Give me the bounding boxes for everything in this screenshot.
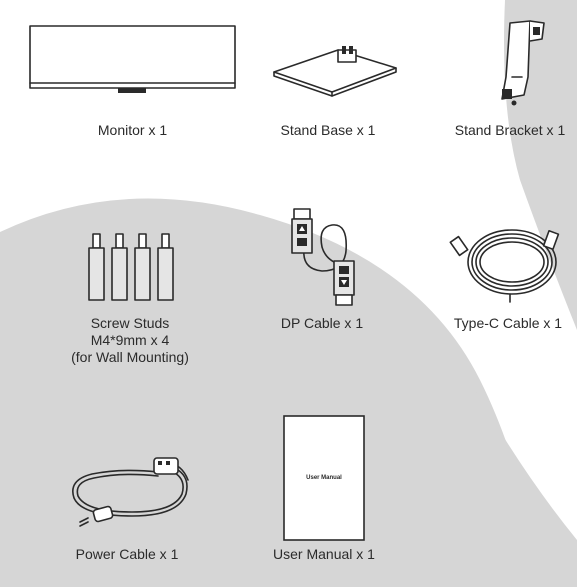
stand-base-icon: [273, 46, 397, 97]
stand-base-label: Stand Base x 1: [280, 122, 376, 138]
monitor-icon: [29, 25, 236, 93]
screw-studs-line-3: (for Wall Mounting): [71, 349, 189, 365]
monitor-label: Monitor x 1: [97, 122, 168, 138]
screw-studs-icon: [88, 233, 174, 301]
typec-cable-label: Type-C Cable x 1: [453, 315, 563, 331]
power-cable-label: Power Cable x 1: [75, 546, 179, 562]
typec-cable-item: [448, 220, 568, 310]
dp-cable-label: DP Cable x 1: [280, 315, 364, 331]
power-cable-icon: [72, 457, 189, 527]
monitor-item: [20, 22, 245, 102]
screw-studs-line-2: M4*9mm x 4: [90, 332, 170, 348]
dp-cable-item: [282, 205, 362, 310]
stand-bracket-item: [488, 15, 548, 115]
dp-cable-icon: [291, 208, 355, 306]
user-manual-item: User Manual: [283, 415, 365, 541]
screw-studs-line-1: Screw Studs: [90, 315, 170, 331]
user-manual-icon: [283, 415, 365, 541]
stand-base-item: [268, 40, 403, 100]
screw-studs-label: Screw Studs M4*9mm x 4 (for Wall Mountin…: [60, 315, 200, 366]
typec-cable-icon: [449, 229, 560, 303]
screw-studs-item: [84, 230, 180, 304]
stand-bracket-label: Stand Bracket x 1: [454, 122, 566, 138]
stand-bracket-icon: [501, 20, 545, 106]
user-manual-label: User Manual x 1: [273, 546, 375, 562]
power-cable-item: [62, 450, 202, 530]
user-manual-cover-text: User Manual: [306, 475, 342, 481]
